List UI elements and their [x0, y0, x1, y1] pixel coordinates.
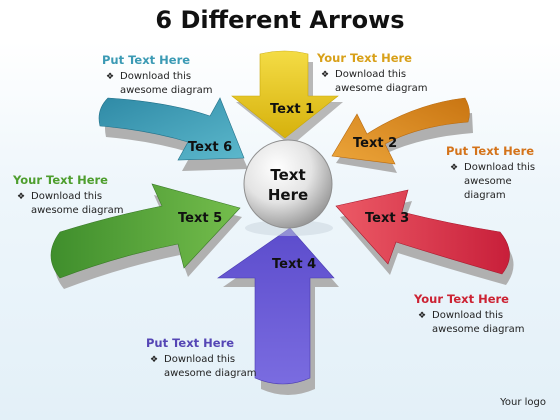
callout-line: awesome diagram: [335, 83, 428, 94]
arrow-6: [98, 97, 248, 171]
callout-line: awesome diagram: [464, 176, 512, 201]
callout-heading: Your Text Here: [13, 173, 108, 187]
callout-heading: Put Text Here: [146, 336, 235, 350]
arrow-3: [335, 189, 514, 285]
callout-heading: Put Text Here: [446, 144, 535, 158]
callout-top-right: Your Text Here ❖ Download this awesome d…: [317, 51, 467, 96]
callout-line: Download this: [164, 354, 236, 365]
arrow-2: [331, 97, 473, 173]
center-sphere: [243, 139, 333, 236]
arrow-3-label: Text 3: [365, 211, 409, 226]
arrow-2-label: Text 2: [353, 136, 397, 151]
callout-body: ❖ Download this awesome diagram: [102, 70, 252, 98]
callout-line: Download this: [31, 191, 103, 202]
callout-right: Put Text Here ❖ Download this awesome di…: [446, 144, 556, 203]
callout-line: Download this: [432, 310, 504, 321]
arrow-1-label: Text 1: [270, 102, 314, 117]
bullet-icon: ❖: [17, 192, 26, 202]
callout-heading: Your Text Here: [414, 292, 509, 306]
bullet-icon: ❖: [450, 163, 459, 173]
arrow-6-label: Text 6: [188, 140, 232, 155]
callout-body: ❖ Download this awesome diagram: [13, 190, 163, 218]
arrow-1: [231, 50, 343, 146]
callout-line: Download this: [464, 162, 536, 173]
arrow-5: [50, 183, 242, 289]
callout-body: ❖ Download this awesome diagram: [414, 309, 544, 337]
slide-title: 6 Different Arrows: [155, 6, 405, 34]
callout-line: Download this: [120, 71, 192, 82]
bullet-icon: ❖: [150, 355, 159, 365]
arrow-4-label: Text 4: [272, 257, 316, 272]
callout-line: awesome diagram: [164, 368, 257, 379]
callout-body: ❖ Download this awesome diagram: [446, 161, 556, 203]
callout-top-left: Put Text Here ❖ Download this awesome di…: [102, 53, 252, 98]
center-text-line1: Text: [270, 166, 305, 184]
callout-body: ❖ Download this awesome diagram: [146, 353, 296, 381]
callout-bottom-right: Your Text Here ❖ Download this awesome d…: [414, 292, 544, 337]
center-text-line2: Here: [268, 186, 308, 204]
logo-text: Your logo: [500, 397, 546, 408]
bullet-icon: ❖: [106, 72, 115, 82]
bullet-icon: ❖: [418, 311, 427, 321]
callout-heading: Your Text Here: [317, 51, 412, 65]
callout-line: awesome diagram: [120, 85, 213, 96]
arrow-5-label: Text 5: [178, 211, 222, 226]
callout-left: Your Text Here ❖ Download this awesome d…: [13, 173, 163, 218]
callout-line: awesome diagram: [432, 324, 525, 335]
callout-line: awesome diagram: [31, 205, 124, 216]
callout-bottom-left: Put Text Here ❖ Download this awesome di…: [146, 336, 296, 381]
bullet-icon: ❖: [321, 70, 330, 80]
callout-heading: Put Text Here: [102, 53, 191, 67]
callout-line: Download this: [335, 69, 407, 80]
callout-body: ❖ Download this awesome diagram: [317, 68, 467, 96]
arrow-4: [217, 227, 339, 395]
